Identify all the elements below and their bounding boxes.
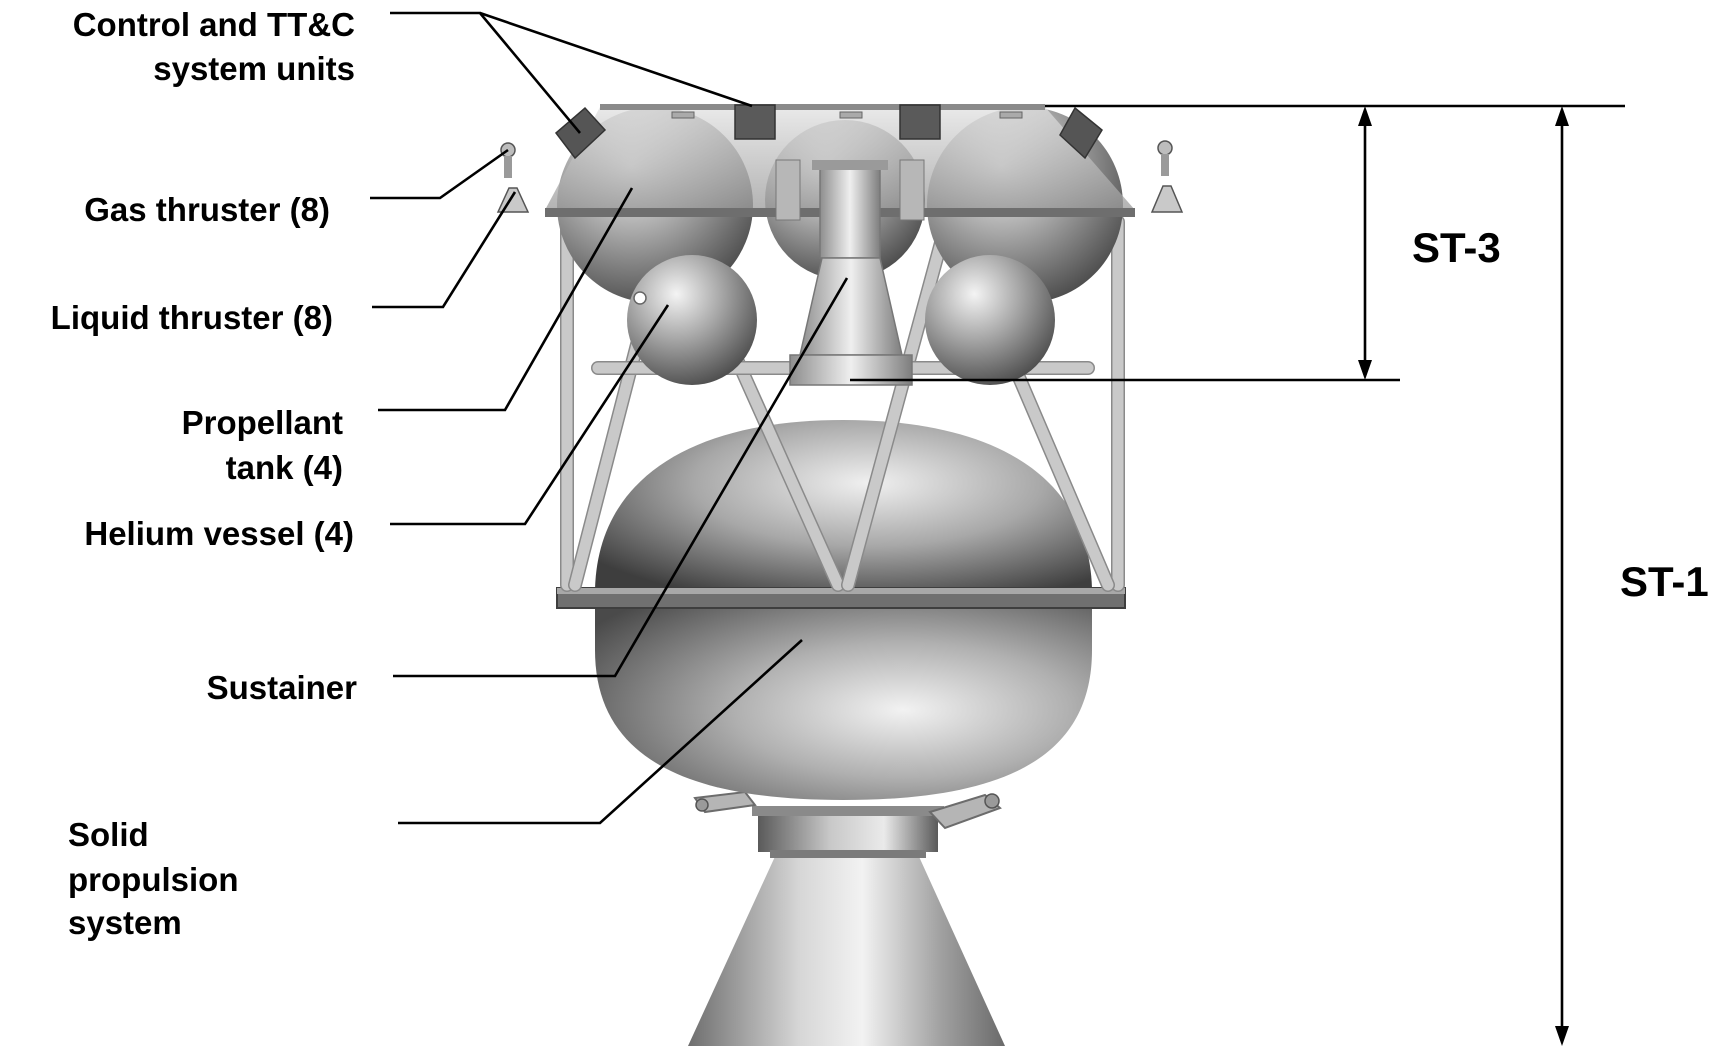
sustainer-upper-tank	[594, 420, 1093, 600]
labels: Control and TT&C system units Gas thrust…	[51, 6, 1709, 941]
solid-motor-side-thruster-left	[693, 790, 757, 814]
helium-vessel-right	[925, 255, 1055, 385]
leader-control-units	[390, 11, 581, 134]
liquid-thruster-right	[1150, 185, 1184, 213]
label-control-units-line1: Control and TT&C	[73, 6, 355, 43]
leader-helium-vessel	[390, 304, 670, 526]
label-propellant-tank-line2: tank (4)	[226, 449, 343, 486]
label-propellant-tank-line1: Propellant	[182, 404, 343, 441]
gas-thruster-right	[1157, 140, 1173, 176]
label-solid-propulsion-line1: Solid	[68, 816, 149, 853]
gas-thruster-left	[500, 142, 516, 178]
sustainer-lower-tank	[595, 600, 1092, 800]
leader-solid-propulsion	[398, 639, 803, 825]
label-gas-thruster: Gas thruster (8)	[84, 191, 330, 228]
leader-sustainer	[393, 277, 849, 678]
label-helium-vessel: Helium vessel (4)	[84, 515, 354, 552]
st1-dimension-arrow	[1555, 106, 1569, 1046]
label-control-units-line2: system units	[153, 50, 355, 87]
dimension-lines	[850, 104, 1625, 1046]
leader-gas-thruster	[370, 148, 509, 200]
helium-vessel-left	[627, 255, 757, 385]
label-st1: ST-1	[1620, 558, 1709, 605]
leader-lines	[370, 11, 849, 825]
label-solid-propulsion-line3: system	[68, 904, 182, 941]
st3-dimension-arrow	[1358, 106, 1372, 380]
label-liquid-thruster: Liquid thruster (8)	[51, 299, 333, 336]
upper-deck	[545, 107, 1135, 210]
label-st3: ST-3	[1412, 224, 1501, 271]
leader-liquid-thruster	[372, 191, 517, 309]
control-units	[554, 104, 1103, 160]
solid-motor-side-thruster-right	[928, 793, 1002, 830]
leader-control-units-2	[479, 11, 753, 108]
spacecraft-illustration	[496, 104, 1184, 1046]
label-solid-propulsion-line2: propulsion	[68, 861, 238, 898]
deck-fittings	[671, 111, 1023, 119]
liquid-thruster-left	[496, 187, 530, 213]
label-sustainer: Sustainer	[207, 669, 358, 706]
solid-propulsion-nozzle	[688, 806, 1005, 1046]
sustainer-engine	[775, 159, 925, 386]
leader-propellant-tank	[378, 187, 634, 412]
